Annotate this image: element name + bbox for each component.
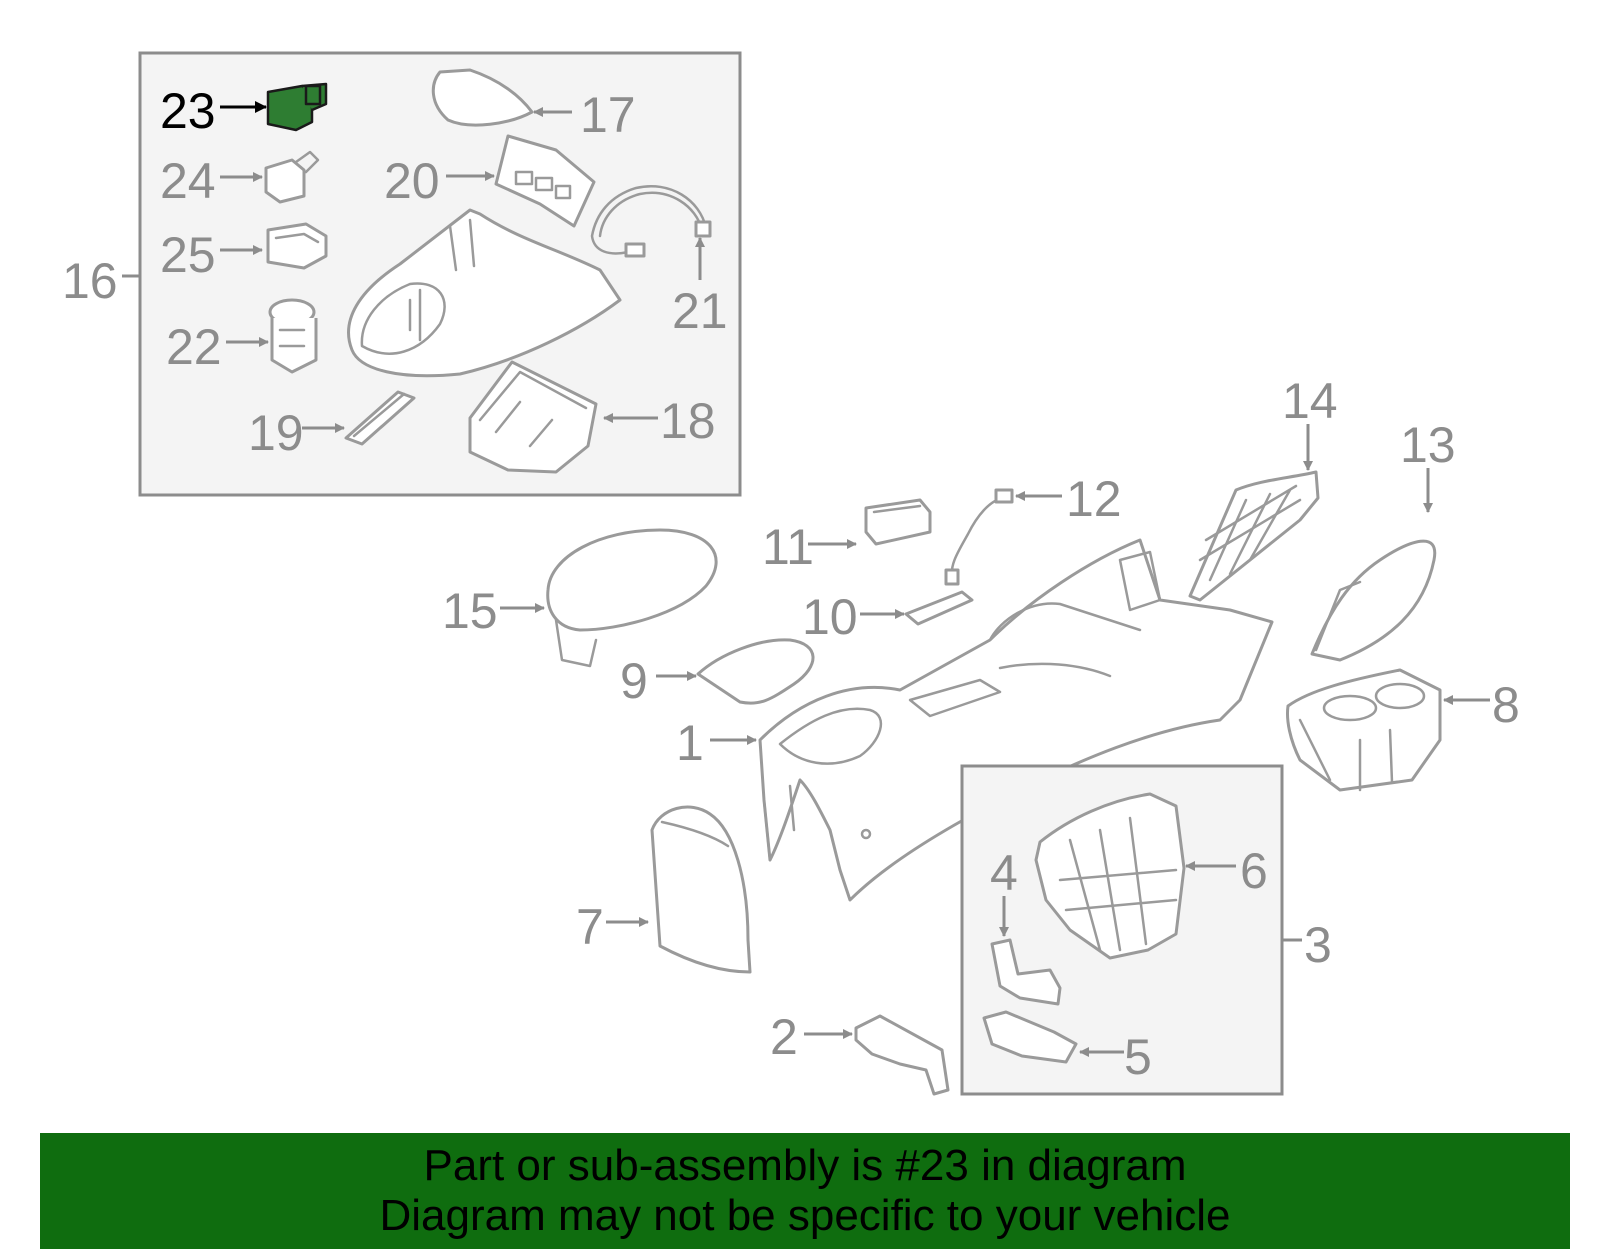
callout-20[interactable]: 20 xyxy=(384,153,440,209)
callout-9[interactable]: 9 xyxy=(620,653,648,709)
callout-4[interactable]: 4 xyxy=(990,845,1018,901)
part-14-side-panel xyxy=(1188,470,1320,602)
callout-7[interactable]: 7 xyxy=(576,899,604,955)
part-5-bracket xyxy=(982,1010,1078,1064)
part-20-control-panel xyxy=(494,134,596,228)
callout-22[interactable]: 22 xyxy=(166,319,222,375)
callout-17[interactable]: 17 xyxy=(580,87,636,143)
callout-10[interactable]: 10 xyxy=(802,589,858,645)
callout-2[interactable]: 2 xyxy=(770,1009,798,1065)
notice-banner: Part or sub-assembly is #23 in diagram D… xyxy=(40,1133,1570,1249)
callout-5[interactable]: 5 xyxy=(1124,1029,1152,1085)
part-25-switch xyxy=(266,222,328,270)
notice-line-disclaimer: Diagram may not be specific to your vehi… xyxy=(379,1191,1231,1240)
callout-18[interactable]: 18 xyxy=(660,393,716,449)
callout-12[interactable]: 12 xyxy=(1066,471,1122,527)
callout-11[interactable]: 11 xyxy=(762,519,814,575)
part-4-bracket xyxy=(990,938,1062,1006)
notice-line-part: Part or sub-assembly is #23 in diagram xyxy=(423,1141,1187,1190)
part-24-socket xyxy=(264,150,320,204)
part-13-side-panel xyxy=(1310,539,1437,662)
part-2-bracket xyxy=(854,1014,950,1096)
callout-6[interactable]: 6 xyxy=(1240,843,1268,899)
callout-13[interactable]: 13 xyxy=(1400,417,1456,473)
part-8-cup-holder xyxy=(1286,668,1442,792)
callout-8[interactable]: 8 xyxy=(1492,677,1520,733)
callout-25[interactable]: 25 xyxy=(160,227,216,283)
part-23-power-outlet[interactable] xyxy=(266,82,328,132)
callout-1[interactable]: 1 xyxy=(676,715,704,771)
callout-3[interactable]: 3 xyxy=(1304,917,1332,973)
callout-21[interactable]: 21 xyxy=(672,283,728,339)
callout-24[interactable]: 24 xyxy=(160,153,216,209)
part-1-center-console xyxy=(758,538,1274,902)
part-21-wiring-harness xyxy=(590,185,712,258)
callout-15[interactable]: 15 xyxy=(442,583,498,639)
part-17-cover xyxy=(431,68,534,127)
part-12-wire xyxy=(944,488,1014,586)
part-19-bracket xyxy=(344,390,416,446)
part-15-armrest-lid xyxy=(546,528,718,668)
part-22-socket-assembly xyxy=(268,298,318,374)
part-7-end-panel xyxy=(650,805,752,974)
callout-14[interactable]: 14 xyxy=(1282,373,1338,429)
part-11-switch-block xyxy=(864,498,932,546)
part-6-storage-bin xyxy=(1034,792,1186,960)
callout-16[interactable]: 16 xyxy=(62,253,118,309)
callout-19[interactable]: 19 xyxy=(248,405,304,461)
part-16-shift-console xyxy=(347,208,622,378)
part-10-pad xyxy=(904,590,974,626)
part-18-tray xyxy=(468,360,598,474)
callout-23[interactable]: 23 xyxy=(160,83,216,139)
part-9-mat xyxy=(696,638,815,705)
